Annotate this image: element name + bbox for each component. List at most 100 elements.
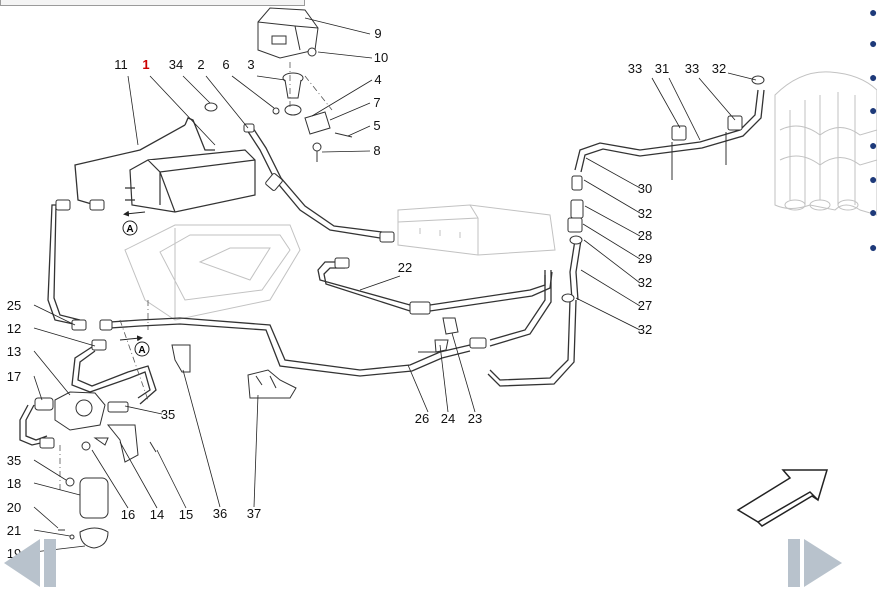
bullet-icon: ● [869,4,877,20]
view-marker-circle [122,220,138,236]
callout-label: 9 [374,26,381,41]
callout-label: 24 [441,411,455,426]
callout-label: 3 [247,57,254,72]
callout-label: 11 [114,57,128,72]
leader-line [205,75,249,129]
callout-label: 13 [7,344,21,359]
leader-line [182,369,221,508]
direction-arrow [736,469,829,527]
canister-bracket [124,224,301,321]
view-marker-label: A [138,345,145,356]
callout-label: 33 [628,61,642,76]
bullet-icon: ● [869,137,877,153]
leader-line [359,275,401,291]
leader-line [583,239,641,284]
callout-label: 32 [638,322,652,337]
callout-label: 7 [373,95,380,110]
next-page-button[interactable] [786,537,844,589]
leader-line [33,545,86,553]
leader-line [321,150,371,153]
leader-line [583,179,641,214]
leader-line [407,364,429,413]
leader-line [311,79,373,117]
leader-line [119,441,158,509]
leader-line [317,51,373,59]
leader-line [651,77,681,129]
leader-line [33,327,96,347]
connectors [55,75,765,353]
side-bullet-column: ● ● ● ● ● ● ● ● [869,0,877,280]
callout-label: 37 [247,506,261,521]
callout-label: 32 [638,275,652,290]
leader-line [33,506,59,529]
callout-label: 12 [7,321,21,336]
callout-label: 21 [7,523,21,538]
triangle-left-icon [4,539,56,587]
callout-label: 34 [169,57,183,72]
bullet-icon: ● [869,35,877,51]
leader-line [347,125,371,137]
triangle-right-icon [788,539,842,587]
leader-line [584,205,641,237]
leader-line [127,75,139,146]
leader-line [256,75,286,81]
leader-line [585,157,641,189]
leader-line [149,75,216,146]
leader-line [304,17,371,35]
intake-manifold [774,71,877,216]
leader-line [575,297,641,331]
leader-lines [33,17,757,553]
leader-line [439,344,449,413]
callout-label: 32 [638,206,652,221]
view-marker-label: A [126,224,133,235]
lower-components [34,391,157,549]
callout-label: 32 [712,61,726,76]
mount-brackets [171,344,297,399]
callout-label: 4 [374,72,381,87]
callout-label: 20 [7,500,21,515]
view-marker-circle [134,341,150,357]
leader-line [33,350,71,396]
callout-label: 31 [655,61,669,76]
callout-label: 27 [638,298,652,313]
leader-line [33,482,81,496]
callout-label: 1 [142,57,149,72]
valve-fittings [272,72,353,162]
callout-label: 36 [213,506,227,521]
callout-label: 15 [179,507,193,522]
leader-line [727,72,757,81]
callout-label: 23 [468,411,482,426]
callout-label: 16 [121,507,135,522]
callout-label: 8 [373,143,380,158]
callout-label: 28 [638,228,652,243]
leader-line [582,223,641,260]
callout-label: 22 [398,260,412,275]
leader-line [451,332,476,413]
leader-line [329,102,371,121]
callout-label: 25 [7,298,21,313]
ecu-box [397,204,556,256]
callout-label: 35 [7,453,21,468]
charcoal-canister [125,149,256,213]
callout-label: 33 [685,61,699,76]
bullet-icon: ● [869,102,877,118]
bullet-icon: ● [869,69,877,85]
callout-label: 35 [161,407,175,422]
leader-line [698,77,736,121]
bullet-icon: ● [869,204,877,220]
reference-lines [59,62,333,490]
leader-line [91,449,129,509]
leader-line [668,77,701,141]
top-frame-edge [0,0,305,6]
prev-page-button[interactable] [0,537,58,589]
callout-label: 14 [150,507,164,522]
leader-line [124,405,163,415]
callout-label: 5 [373,118,380,133]
leader-line [33,375,43,401]
leader-line [156,449,187,509]
callout-label: 26 [415,411,429,426]
leader-line [182,75,211,104]
callout-label: 17 [7,369,21,384]
